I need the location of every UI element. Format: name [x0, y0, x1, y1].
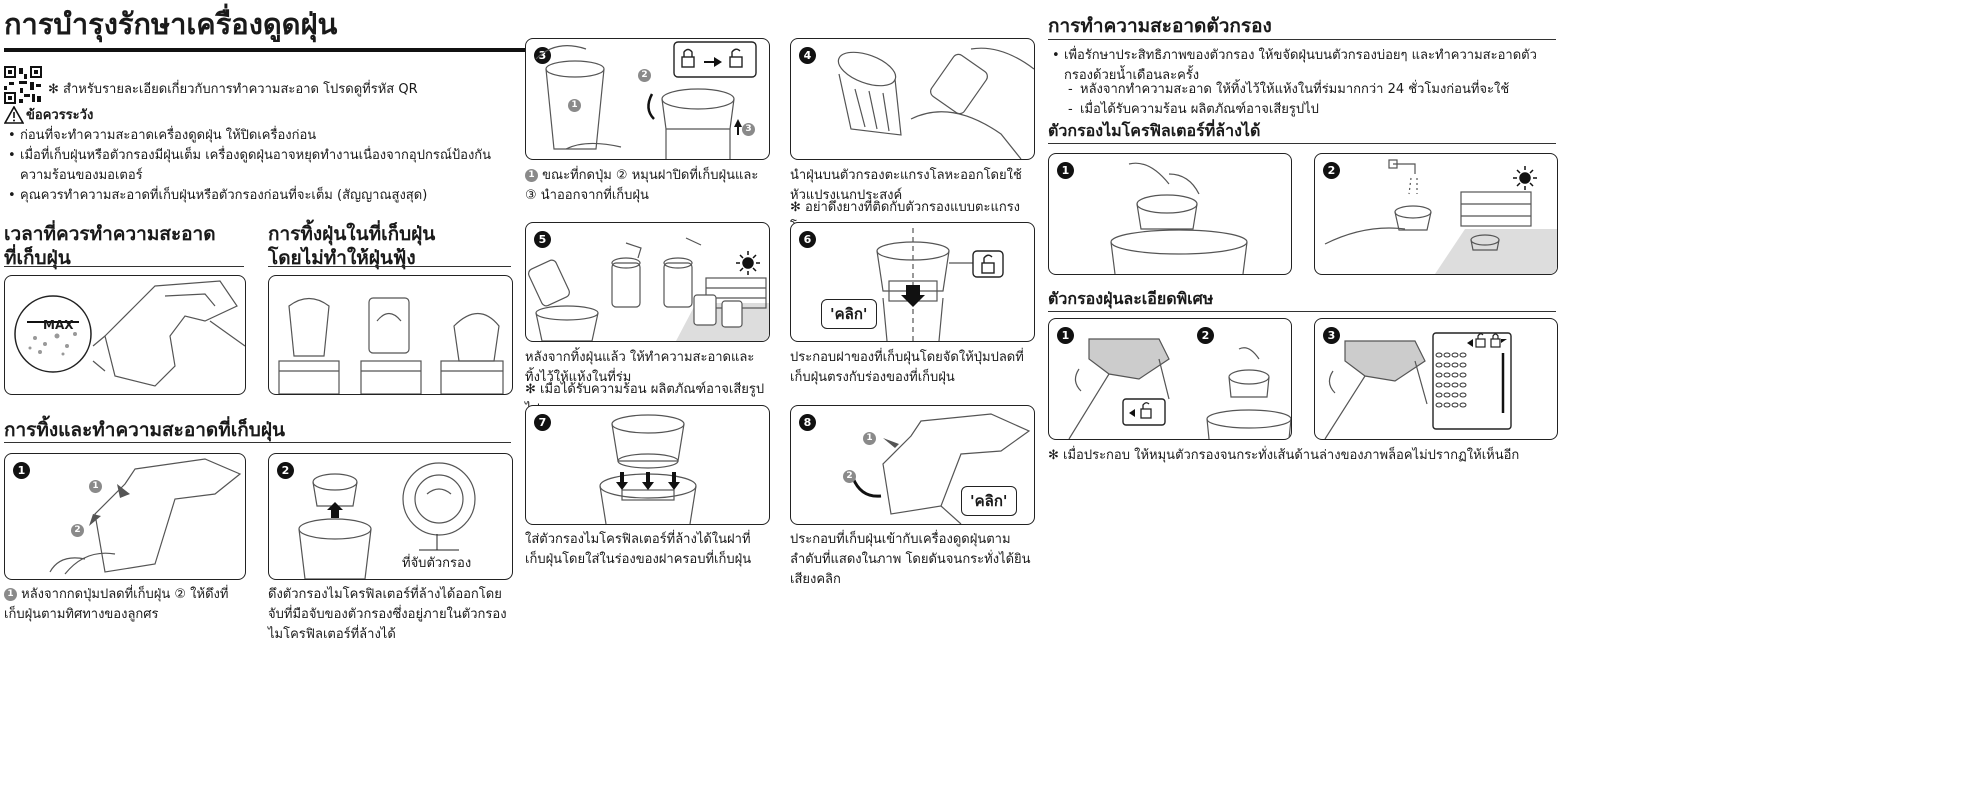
step-badge: 4: [799, 47, 816, 64]
step-badge: 2: [1323, 162, 1340, 179]
section-rule: [268, 266, 511, 267]
dispose-panel: [268, 275, 513, 395]
caution-list: ก่อนที่จะทำความสะอาดเครื่องดูดฝุ่น ให้ปิ…: [6, 126, 520, 206]
caution-title: ข้อควรระวัง: [26, 108, 94, 123]
section-rule: [4, 266, 244, 267]
step-8-caption: ประกอบที่เก็บฝุ่นเข้ากับเครื่องดูดฝุ่นตา…: [790, 532, 1031, 587]
step-2-panel: 2 ที่จับตัวกรอง: [268, 453, 513, 580]
unlock-icon: [1140, 402, 1152, 419]
qr-code[interactable]: [4, 66, 42, 104]
fine-filter-note: ✻ เมื่อประกอบ ให้หมุนตัวกรองจนกระทั่งเส้…: [1048, 448, 1520, 463]
step-badge: 6: [799, 231, 816, 248]
twist-filter-illustration: [1068, 338, 1291, 439]
caution-item: ก่อนที่จะทำความสะอาดเครื่องดูดฝุ่น ให้ปิ…: [8, 126, 520, 146]
caution-item: คุณควรทำความสะอาดที่เก็บฝุ่นหรือตัวกรองก…: [8, 186, 520, 206]
step-badge: 8: [799, 414, 816, 431]
remove-micro-filter-illustration: [1110, 162, 1248, 274]
page-title: การบำรุงรักษาเครื่องดูดฝุ่น: [4, 7, 338, 41]
click-callout: 'คลิก': [821, 299, 877, 329]
warning-icon: [4, 106, 24, 124]
step-4-caption: นำฝุ่นบนตัวกรองตะแกรงโลหะออกโดยใช้หัวแปร…: [790, 168, 1022, 203]
unlock-icon: [981, 254, 995, 274]
step-badge: 7: [534, 414, 551, 431]
step-1-panel: 1 1 2: [4, 453, 246, 580]
lock-filter-illustration: [1324, 332, 1512, 439]
filter-clean-sublist: หลังจากทำความสะอาด ให้ทิ้งไว้ให้แห้งในที…: [1064, 80, 1570, 120]
step-badge: 2: [277, 462, 294, 479]
micro-filter-title: ตัวกรองไมโครฟิลเตอร์ที่ล้างได้: [1048, 121, 1261, 140]
click-callout: 'คลิก': [961, 486, 1017, 516]
step-3-panel: 3 1 2 3: [525, 38, 770, 160]
step-badge: 2: [1197, 327, 1214, 344]
step-sub-badge: 3: [742, 123, 755, 136]
section-rule: [4, 442, 511, 443]
step-badge: 1: [1057, 162, 1074, 179]
filter-clean-sub-item: เมื่อได้รับความร้อน ผลิตภัณฑ์อาจเสียรูปไ…: [1068, 100, 1570, 120]
micro-filter-step-2-panel: 2: [1314, 153, 1558, 275]
section-rule: [1048, 311, 1556, 312]
micro-filter-step-1-panel: 1: [1048, 153, 1292, 275]
unlock-icon: [1475, 333, 1486, 348]
step-4-panel: 4: [790, 38, 1035, 160]
step-badge: 1: [1057, 327, 1074, 344]
dry-in-shade-illustration: [527, 237, 769, 341]
step-5-caption: หลังจากทิ้งฝุ่นแล้ว ให้ทำความสะอาดและทิ้…: [525, 350, 755, 385]
step-badge: 1: [13, 462, 30, 479]
step-6-caption: ประกอบฝาของที่เก็บฝุ่นโดยจัดให้ปุ่มปลดที…: [790, 350, 1024, 385]
wash-filter-illustration: [1324, 159, 1557, 274]
sun-icon: [1513, 166, 1537, 190]
dust-bin-max-illustration: [14, 280, 245, 387]
step-sub-badge: 2: [843, 470, 856, 483]
section-rule: [1048, 39, 1556, 40]
filter-handle-label: ที่จับตัวกรอง: [402, 556, 472, 571]
step-6-panel: 6 'คลิก': [790, 222, 1035, 342]
title-rule: [4, 48, 658, 52]
open-lid-illustration: [535, 41, 757, 159]
attach-bin-illustration: [851, 413, 1031, 524]
when-clean-title: เวลาที่ควรทำความสะอาดที่เก็บฝุ่น: [4, 223, 216, 269]
dispose-title: การทิ้งฝุ่นในที่เก็บฝุ่นโดยไม่ทำให้ฝุ่นฟ…: [268, 223, 436, 269]
fine-filter-title: ตัวกรองฝุ่นละเอียดพิเศษ: [1048, 289, 1214, 308]
filter-clean-title: การทำความสะอาดตัวกรอง: [1048, 15, 1272, 37]
step-sub-badge: 1: [568, 99, 581, 112]
step-badge: 5: [534, 231, 551, 248]
step-3-caption: 1 ขณะที่กดปุ่ม ② หมุนฝาปิดที่เก็บฝุ่นและ…: [525, 168, 759, 203]
max-label: MAX: [43, 318, 74, 332]
step-sub-badge: 1: [89, 480, 102, 493]
step-5-panel: 5: [525, 222, 770, 342]
sun-icon: [736, 251, 760, 275]
brush-filter-illustration: [837, 47, 1034, 159]
fine-filter-step-3-panel: 3: [1314, 318, 1558, 440]
step-2-caption: ดึงตัวกรองไมโครฟิลเตอร์ที่ล้างได้ออกโดยจ…: [268, 587, 507, 642]
step-7-caption: ใส่ตัวกรองไมโครฟิลเตอร์ที่ล้างได้ในฝาที่…: [525, 532, 752, 567]
step-1-caption: 1 หลังจากกดปุ่มปลดที่เก็บฝุ่น ② ให้ดึงที…: [4, 587, 229, 622]
insert-filter-illustration: [599, 414, 697, 524]
step-sub-badge: 2: [638, 69, 651, 82]
lock-icon: [681, 48, 695, 68]
lock-icon: [1490, 333, 1501, 348]
when-clean-panel: MAX: [4, 275, 246, 395]
step-7-panel: 7: [525, 405, 770, 525]
step-sub-badge: 1: [863, 432, 876, 445]
assemble-lid-illustration: [876, 228, 1004, 341]
remove-filter-illustration: [298, 462, 476, 579]
filter-clean-sub-item: หลังจากทำความสะอาด ให้ทิ้งไว้ให้แห้งในที…: [1068, 80, 1570, 100]
empty-clean-title: การทิ้งและทำความสะอาดที่เก็บฝุ่น: [4, 419, 285, 441]
step-8-panel: 8 1 2 'คลิก': [790, 405, 1035, 525]
section-rule: [1048, 143, 1556, 144]
caution-item: เมื่อที่เก็บฝุ่นหรือตัวกรองมีฝุ่นเต็ม เค…: [8, 146, 520, 186]
fine-filter-step-1-2-panel: 1 2: [1048, 318, 1292, 440]
dispose-bag-illustration: [278, 297, 504, 394]
step-badge: 3: [1323, 327, 1340, 344]
arrow-right-icon: [704, 57, 722, 67]
step-sub-badge: 2: [71, 524, 84, 537]
qr-note: ✻ สำหรับรายละเอียดเกี่ยวกับการทำความสะอา…: [48, 82, 418, 97]
unlock-icon: [729, 48, 743, 68]
release-bin-illustration: [49, 458, 242, 575]
